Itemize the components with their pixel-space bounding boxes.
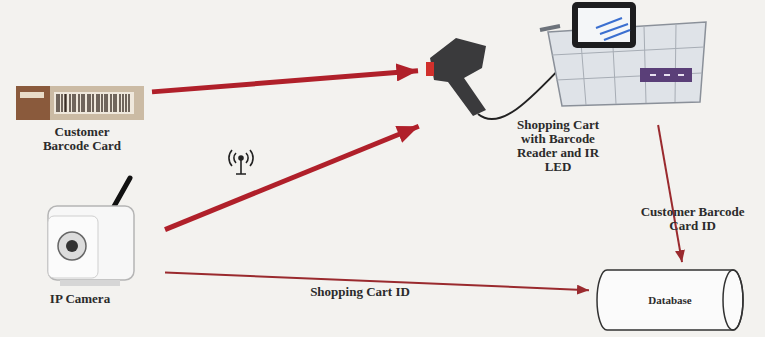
arrow-connector xyxy=(658,125,682,262)
wireless-dot xyxy=(239,156,243,160)
cart-device xyxy=(572,2,636,48)
screen-lines xyxy=(596,18,630,40)
card-stripe xyxy=(20,92,44,98)
scanner-cord xyxy=(478,62,566,119)
edge-label: Customer Barcode Card ID xyxy=(628,205,758,233)
card-node: Customer Barcode Card xyxy=(12,80,152,146)
camera-lens xyxy=(58,232,86,260)
node-label: Customer Barcode Card xyxy=(32,125,132,153)
node-label: Shopping Cart with Barcode Reader and IR… xyxy=(504,118,612,174)
arrow-connector xyxy=(165,126,419,229)
shopping-cart xyxy=(540,2,706,106)
card-body xyxy=(16,86,144,120)
camera-lens-core xyxy=(66,240,78,252)
barcode-bars xyxy=(57,94,129,112)
camera-base xyxy=(60,280,120,286)
barcode-card xyxy=(16,86,144,120)
wireless-symbol xyxy=(229,150,253,174)
cart-node: Shopping Cart with Barcode Reader and IR… xyxy=(428,0,710,125)
database-cylinder: Database xyxy=(595,268,745,332)
camera-face xyxy=(48,216,98,278)
camera-antenna xyxy=(112,178,130,210)
barcode-area xyxy=(54,92,134,114)
card-photo xyxy=(16,86,50,120)
ip-camera xyxy=(48,178,134,286)
node-label: IP Camera xyxy=(40,292,120,306)
scanner-body xyxy=(430,38,486,116)
edge-label: Shopping Cart ID xyxy=(310,285,410,299)
ir-led-dots xyxy=(650,74,684,76)
cylinder-end xyxy=(723,270,743,330)
node-label: Database xyxy=(595,293,745,307)
scanner-laser xyxy=(426,62,434,76)
arrow-connector xyxy=(152,71,418,92)
ir-led-panel xyxy=(640,68,692,82)
wireless-mast xyxy=(236,160,246,174)
barcode-scanner xyxy=(426,38,566,119)
device-screen xyxy=(578,8,630,42)
camera-body xyxy=(48,206,134,280)
camera-node: IP Camera xyxy=(40,175,165,305)
cart-handle xyxy=(540,26,560,30)
